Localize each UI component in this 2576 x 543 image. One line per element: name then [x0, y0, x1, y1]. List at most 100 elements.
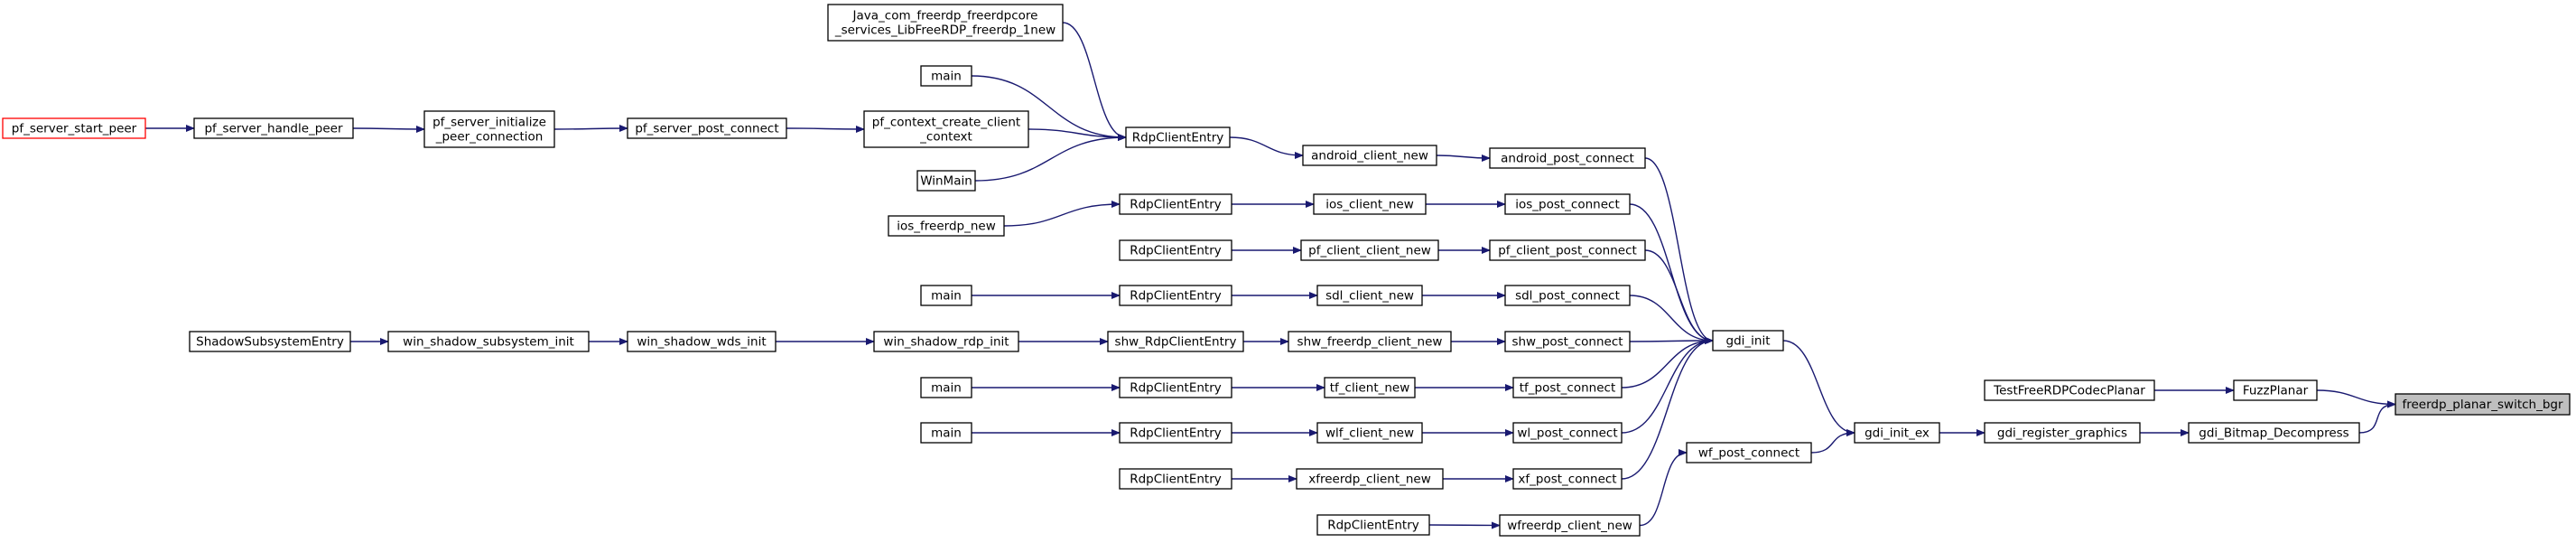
- function-node-rce-android[interactable]: RdpClientEntry: [1125, 126, 1231, 148]
- node-box: [920, 285, 972, 306]
- function-node-main-sdl[interactable]: main: [920, 285, 972, 306]
- node-label: main: [931, 70, 962, 84]
- node-label: pf_server_post_connect: [635, 122, 778, 136]
- node-label: pf_server_initialize: [432, 116, 546, 130]
- function-node-wfreerdp-new[interactable]: wfreerdp_client_new: [1499, 514, 1641, 537]
- function-node-shw-fr-new[interactable]: shw_freerdp_client_new: [1288, 331, 1452, 352]
- call-edge: [974, 134, 1127, 182]
- node-box: [1512, 468, 1623, 490]
- node-box: [2395, 393, 2571, 416]
- function-node-sdl-new[interactable]: sdl_client_new: [1316, 285, 1423, 306]
- node-label: wlf_client_new: [1325, 426, 1414, 441]
- function-node-fuzzplanar[interactable]: FuzzPlanar: [2233, 379, 2318, 401]
- function-node-xf-post[interactable]: xf_post_connect: [1512, 468, 1623, 490]
- node-label: _context: [919, 130, 972, 145]
- function-node-tf-post[interactable]: tf_post_connect: [1512, 377, 1623, 398]
- function-node-android-new[interactable]: android_client_new: [1302, 145, 1437, 166]
- function-node-shadow-entry[interactable]: ShadowSubsystemEntry: [189, 331, 351, 352]
- node-label: gdi_Bitmap_Decompress: [2199, 426, 2348, 441]
- edge-arrow: [1644, 249, 1714, 344]
- function-node-gdi-init-ex[interactable]: gdi_init_ex: [1854, 422, 1940, 444]
- function-node-tf-new[interactable]: tf_client_new: [1324, 377, 1416, 398]
- call-edge: [1639, 449, 1688, 527]
- function-node-pf-client-new[interactable]: pf_client_client_new: [1300, 239, 1439, 261]
- function-node-main-wl[interactable]: main: [920, 422, 972, 444]
- function-node-rce-xf[interactable]: RdpClientEntry: [1119, 468, 1232, 490]
- function-node-rce-tf[interactable]: RdpClientEntry: [1119, 377, 1232, 398]
- function-node-pf-srv-init-peer[interactable]: pf_server_initialize_peer_connection: [423, 110, 555, 148]
- function-node-xfreerdp-new[interactable]: xfreerdp_client_new: [1296, 468, 1444, 490]
- node-label: shw_post_connect: [1511, 335, 1623, 350]
- function-node-testfree[interactable]: TestFreeRDPCodecPlanar: [1984, 379, 2155, 401]
- node-box: [920, 422, 972, 444]
- function-node-pf-srv-post[interactable]: pf_server_post_connect: [627, 117, 787, 139]
- function-node-wlf-new[interactable]: wlf_client_new: [1316, 422, 1423, 444]
- node-box: [1504, 193, 1631, 215]
- node-label: main: [931, 289, 962, 304]
- node-label: FuzzPlanar: [2243, 384, 2309, 398]
- node-box: [1499, 514, 1641, 537]
- node-box: [1712, 330, 1784, 351]
- call-edge: [1428, 521, 1501, 529]
- function-node-rce-wf[interactable]: RdpClientEntry: [1316, 514, 1430, 536]
- edge-arrow: [786, 125, 865, 133]
- node-label: pf_context_create_client: [872, 116, 1020, 130]
- node-box: [1504, 331, 1631, 352]
- function-node-main-a[interactable]: main: [920, 65, 972, 87]
- function-node-bitmap-decomp[interactable]: gdi_Bitmap_Decompress: [2188, 422, 2360, 444]
- call-edge: [1436, 154, 1491, 162]
- function-node-wf-post[interactable]: wf_post_connect: [1686, 442, 1812, 463]
- node-box: [2, 117, 146, 139]
- edge-arrow: [1062, 22, 1127, 141]
- function-node-gdi-reg[interactable]: gdi_register_graphics: [1984, 422, 2141, 444]
- node-box: [916, 170, 976, 192]
- function-node-winmain[interactable]: WinMain: [916, 170, 976, 192]
- function-node-shw-post[interactable]: shw_post_connect: [1504, 331, 1631, 352]
- function-node-android-post[interactable]: android_post_connect: [1489, 147, 1646, 169]
- function-node-pf-srv-start[interactable]: pf_server_start_peer: [2, 117, 146, 139]
- node-box: [1300, 239, 1439, 261]
- function-node-rce-pf[interactable]: RdpClientEntry: [1119, 239, 1232, 261]
- node-box: [1504, 285, 1631, 306]
- function-node-ios-new[interactable]: ios_client_new: [1313, 193, 1427, 215]
- node-label: tf_post_connect: [1520, 381, 1616, 396]
- function-node-wl-post[interactable]: wl_post_connect: [1512, 422, 1623, 444]
- function-node-ios-freerdp-new[interactable]: ios_freerdp_new: [888, 215, 1005, 237]
- function-node-gdi-init[interactable]: gdi_init: [1712, 330, 1784, 351]
- call-edge: [2316, 389, 2396, 408]
- function-node-shw-rce[interactable]: shw_RdpClientEntry: [1107, 331, 1244, 352]
- function-node-win-sub-init[interactable]: win_shadow_subsystem_init: [387, 331, 590, 352]
- function-node-sdl-post[interactable]: sdl_post_connect: [1504, 285, 1631, 306]
- function-node-ios-post[interactable]: ios_post_connect: [1504, 193, 1631, 215]
- node-label: TestFreeRDPCodecPlanar: [1993, 384, 2145, 398]
- function-node-pf-ctx[interactable]: pf_context_create_client_context: [863, 110, 1029, 148]
- call-edge: [1629, 295, 1714, 344]
- node-label: Java_com_freerdp_freerdpcore: [852, 9, 1038, 23]
- node-label: main: [931, 381, 962, 396]
- function-node-rce-sdl[interactable]: RdpClientEntry: [1119, 285, 1232, 306]
- function-node-rce-wl[interactable]: RdpClientEntry: [1119, 422, 1232, 444]
- node-label: wf_post_connect: [1698, 446, 1799, 461]
- node-label: gdi_init_ex: [1865, 426, 1930, 441]
- function-node-win-rdp-init[interactable]: win_shadow_rdp_init: [873, 331, 1019, 352]
- node-label: RdpClientEntry: [1130, 381, 1222, 396]
- function-node-pf-client-post[interactable]: pf_client_post_connect: [1489, 239, 1646, 261]
- node-box: [1489, 147, 1646, 169]
- function-node-rce-ios[interactable]: RdpClientEntry: [1119, 193, 1232, 215]
- node-label: gdi_init: [1726, 334, 1771, 349]
- node-box: [189, 331, 351, 352]
- edge-arrow: [553, 125, 628, 133]
- function-node-java-new[interactable]: Java_com_freerdp_freerdpcore_services_Li…: [827, 4, 1064, 42]
- edge-arrow: [1629, 203, 1714, 344]
- node-label: WinMain: [920, 174, 972, 189]
- node-box: [888, 215, 1005, 237]
- node-box: [1854, 422, 1940, 444]
- function-node-main-tf[interactable]: main: [920, 377, 972, 398]
- function-node-pf-srv-handle[interactable]: pf_server_handle_peer: [193, 117, 354, 139]
- node-box: [827, 4, 1064, 42]
- call-edge: [1644, 249, 1714, 344]
- call-edge: [1062, 22, 1127, 141]
- function-node-root[interactable]: freerdp_planar_switch_bgr: [2395, 393, 2571, 416]
- node-label: wl_post_connect: [1517, 426, 1617, 441]
- function-node-win-wds-init[interactable]: win_shadow_wds_init: [627, 331, 777, 352]
